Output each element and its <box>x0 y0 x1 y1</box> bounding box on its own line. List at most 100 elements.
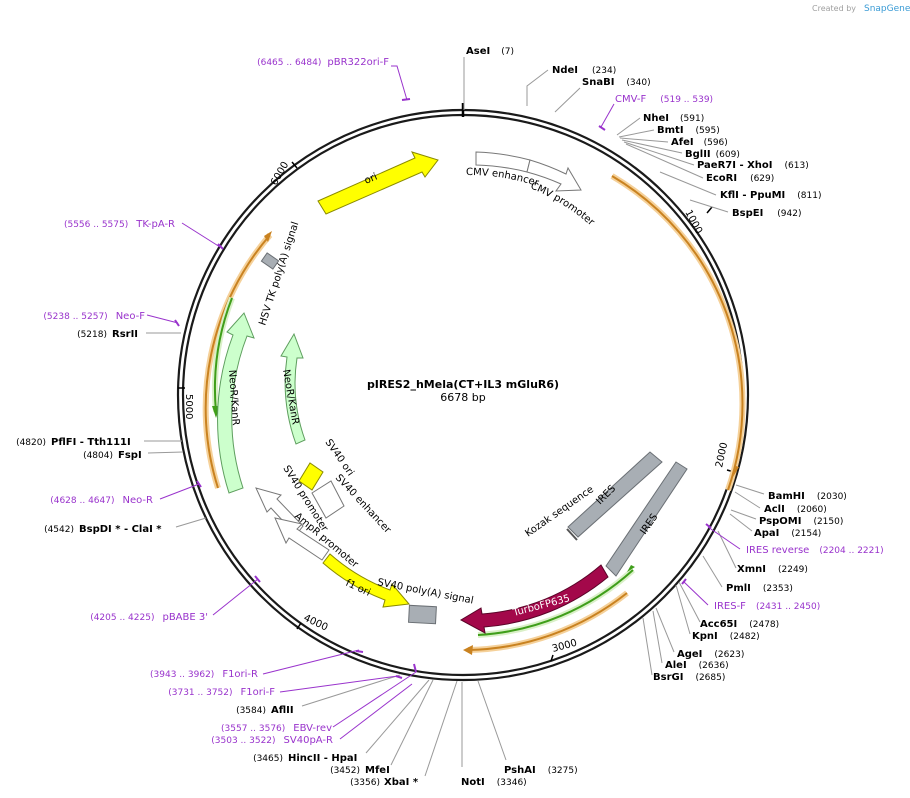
site-leader <box>526 69 549 106</box>
site-leader <box>735 484 765 495</box>
site-label-pflfi-tth111i[interactable]: PflFI - Tth111I <box>51 437 131 448</box>
primer-label-neo-r[interactable]: (4628 .. 4647)Neo-R <box>50 495 153 506</box>
site-label-bsrgi[interactable]: BsrGI(2685) <box>653 672 725 683</box>
site-leader <box>390 679 434 766</box>
site-label-bspei[interactable]: BspEI(942) <box>732 208 802 219</box>
ires-outer-box <box>605 461 688 577</box>
f1-ori-arrow <box>322 553 410 608</box>
primer-label-pbr322ori-f[interactable]: (6465 .. 6484)pBR322ori-F <box>257 57 389 68</box>
ori-label: ori <box>363 172 379 187</box>
kozak-sequence-mark <box>566 528 578 541</box>
site-label-noti[interactable]: NotI(3346) <box>461 777 527 788</box>
site-leader <box>678 581 701 623</box>
primer-label-f1ori-f[interactable]: (3731 .. 3752)F1ori-F <box>168 687 275 698</box>
site-leader <box>175 517 207 528</box>
primer-leader <box>391 65 408 101</box>
cds-arc-orange-right <box>611 175 744 491</box>
tick-label-1000: 1000 <box>682 208 704 236</box>
ori-arrow <box>317 151 439 215</box>
tick-label-6000: 6000 <box>269 160 291 188</box>
site-label-bamhi[interactable]: BamHI(2030) <box>768 491 847 502</box>
primer-label-pbabe3[interactable]: (4205 .. 4225)pBABE 3' <box>90 612 208 623</box>
site-leader <box>365 679 430 754</box>
tick-label-5000: 5000 <box>183 394 194 419</box>
site-label-xmni[interactable]: XmnI(2249) <box>737 564 808 575</box>
site-label-psp-omi[interactable]: PspOMI(2150) <box>759 516 843 527</box>
site-pos-hincii-hpai: (3465) <box>253 754 283 764</box>
site-label-acli[interactable]: AclI(2060) <box>764 504 827 515</box>
tick-mark-3000 <box>550 654 554 662</box>
site-leader <box>729 513 753 532</box>
site-label-hincii-hpai[interactable]: HincII - HpaI <box>288 753 357 764</box>
site-leader <box>734 491 761 509</box>
site-pos-bspdi-clai: (4542) <box>44 525 74 535</box>
site-label-paer7i-xhoi[interactable]: PaeR7I - XhoI(613) <box>697 160 809 171</box>
primer-label-f1ori-r[interactable]: (3943 .. 3962)F1ori-R <box>150 669 258 680</box>
neokanr-outer-arrow <box>217 312 255 494</box>
primer-labels: (6465 .. 6484)pBR322ori-F CMV-F(519 .. 5… <box>43 57 883 746</box>
primer-label-ires-f[interactable]: IRES-F(2431 .. 2450) <box>714 601 820 612</box>
site-label-rsrii[interactable]: RsrII <box>112 329 138 340</box>
site-leader <box>702 555 723 588</box>
site-label-bmti[interactable]: BmtI(595) <box>657 125 720 136</box>
site-label-pmli[interactable]: PmlI(2353) <box>726 583 793 594</box>
site-leader <box>623 141 695 166</box>
site-label-mfei[interactable]: MfeI <box>365 765 390 776</box>
site-pos-aflii: (3584) <box>236 706 266 716</box>
site-label-apai[interactable]: ApaI(2154) <box>754 528 821 539</box>
credit-prefix: Created by <box>812 4 856 13</box>
site-label-alei[interactable]: AleI(2636) <box>665 660 729 671</box>
primer-mark <box>254 575 261 583</box>
site-pos-rsrii: (5218) <box>77 330 107 340</box>
ampr-promoter-arrow <box>274 517 330 561</box>
site-label-asei[interactable]: AseI(7) <box>466 46 514 57</box>
site-pos-fspi: (4804) <box>83 451 113 461</box>
tick-label-4000: 4000 <box>302 613 330 634</box>
restriction-site-labels: AseI(7) NdeI(234) SnaBI(340) NheI(591) B… <box>16 46 847 788</box>
primer-leader-lines <box>146 65 741 740</box>
site-leader <box>730 509 757 520</box>
credit-brand: SnapGene <box>864 4 910 14</box>
site-leader <box>655 607 675 653</box>
site-label-snabi[interactable]: SnaBI(340) <box>582 77 651 88</box>
site-label-ecori[interactable]: EcoRI(629) <box>706 173 774 184</box>
site-pos-mfei: (3452) <box>330 766 360 776</box>
primer-label-ires-reverse[interactable]: IRES reverse(2204 .. 2221) <box>746 545 884 556</box>
primer-leader <box>707 526 741 550</box>
site-label-agei[interactable]: AgeI(2623) <box>677 649 744 660</box>
site-label-pshai[interactable]: PshAI(3275) <box>504 765 578 776</box>
site-label-afei[interactable]: AfeI(596) <box>671 137 728 148</box>
sv40-ori-box <box>298 462 324 491</box>
site-label-nhei[interactable]: NheI(591) <box>643 113 704 124</box>
site-leader <box>477 680 507 761</box>
primer-leader <box>146 314 179 324</box>
primer-label-ebv-rev[interactable]: (3557 .. 3576)EBV-rev <box>221 723 332 734</box>
site-label-acc65i[interactable]: Acc65I(2478) <box>700 619 779 630</box>
cmv-promoter-arrow <box>526 159 582 192</box>
hsv-tk-polya-label: HSV TK poly(A) signal <box>257 221 301 327</box>
site-label-kfli-ppumi[interactable]: KflI - PpuMI(811) <box>720 190 821 201</box>
primer-label-cmv-f[interactable]: CMV-F(519 .. 539) <box>615 94 713 105</box>
site-label-fspi[interactable]: FspI <box>118 450 142 461</box>
hsv-tk-polya-box <box>260 252 280 270</box>
primer-label-tk-pa-r[interactable]: (5556 .. 5575)TK-pA-R <box>64 219 175 230</box>
site-leader <box>619 137 669 143</box>
cds-arcs <box>202 173 746 655</box>
site-leader <box>642 617 653 676</box>
site-label-kpni[interactable]: KpnI(2482) <box>692 631 760 642</box>
primer-mark <box>217 243 224 250</box>
neokanr-outer-label: NeoR/KanR <box>226 369 241 426</box>
site-label-aflii[interactable]: AflII <box>271 705 294 716</box>
site-label-bspdi-clai[interactable]: BspDI * - ClaI * <box>79 524 162 535</box>
site-leader <box>675 584 691 635</box>
site-leader <box>621 139 683 154</box>
primer-label-sv40pa-r[interactable]: (3503 .. 3522)SV40pA-R <box>211 735 333 746</box>
cds-arc-orange-right-head <box>733 466 739 477</box>
primer-label-neo-f[interactable]: (5238 .. 5257)Neo-F <box>43 311 145 322</box>
site-label-xbai[interactable]: XbaI * <box>384 777 419 788</box>
primer-mark <box>598 125 606 131</box>
site-label-ndei[interactable]: NdeI(234) <box>552 65 616 76</box>
primer-leader <box>212 578 259 616</box>
site-label-bglii[interactable]: BglII(609) <box>685 149 740 160</box>
primer-leader <box>279 675 399 693</box>
